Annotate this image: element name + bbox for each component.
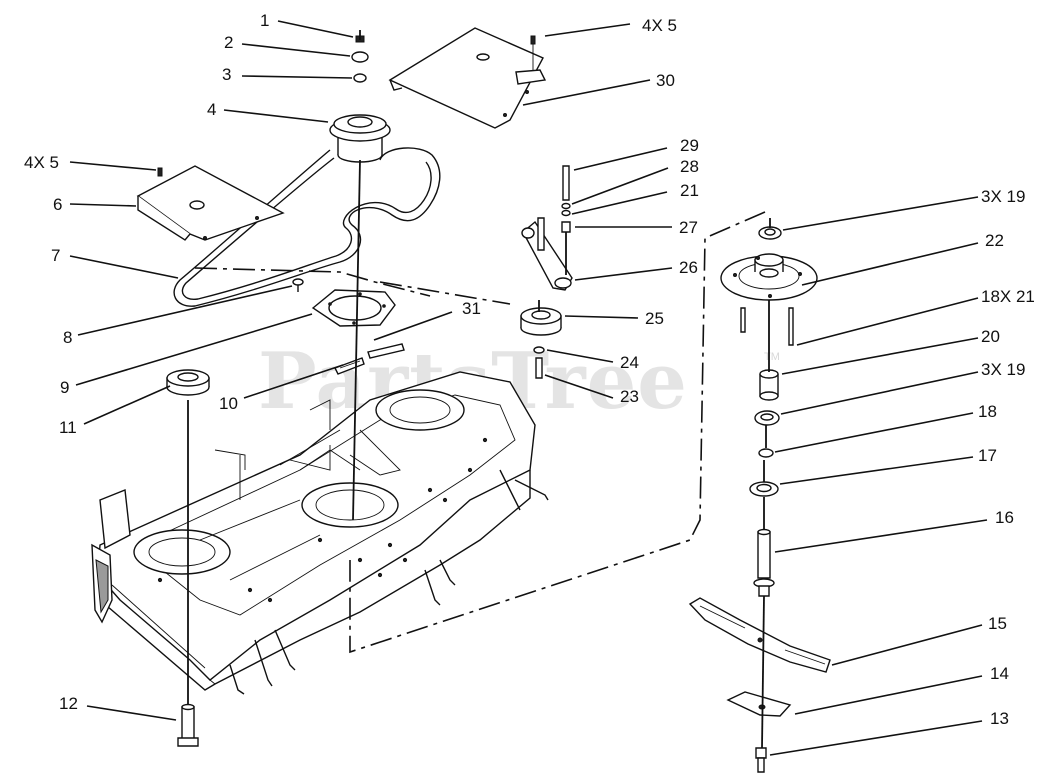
callout-labels: 1 2 3 4 4X 5 4X 5 6 7 8 9 10 11 12 13 14… [24,11,1035,728]
callout-13: 13 [990,709,1009,728]
leader-lines [69,20,988,756]
bolt-part-29 [562,165,570,201]
callout-14: 14 [990,664,1009,683]
callout-9: 9 [60,378,69,397]
callout-26: 26 [679,258,698,277]
mower-deck [91,343,549,695]
right-spindle-assembly [688,218,831,773]
callout-23: 23 [620,387,639,406]
spindle-part-12 [177,703,199,747]
pulley-part-4 [329,114,391,163]
blade-part-15 [688,597,831,673]
callout-4x5-left: 4X 5 [24,153,59,172]
callout-3x19-top: 3X 19 [981,187,1025,206]
callout-10: 10 [219,394,238,413]
callout-25: 25 [645,309,664,328]
callout-30: 30 [656,71,675,90]
callout-28: 28 [680,157,699,176]
callout-20: 20 [981,327,1000,346]
callout-4: 4 [207,100,216,119]
spindle-shaft-part-16 [753,528,775,597]
callout-7: 7 [51,246,60,265]
spacer-part-21 [561,209,571,217]
washer-part-3 [353,73,367,83]
callout-21: 21 [680,181,699,200]
bolt-part-23 [535,357,543,379]
gasket-part-9 [311,289,396,327]
watermark-trademark: TM [764,351,780,363]
bushing-part-27 [561,221,571,233]
washer-part-18 [758,448,774,458]
washer-part-28 [561,202,571,210]
idler-arm-part-26 [521,220,573,291]
bolt-part-8 [292,278,304,292]
alignment-lines [194,211,766,654]
spacer-part-20 [759,369,779,401]
callout-8: 8 [63,328,72,347]
callout-29: 29 [680,136,699,155]
left-stack [136,30,441,747]
center-upper [388,27,573,379]
callout-27: 27 [679,218,698,237]
callout-12: 12 [59,694,78,713]
callout-15: 15 [988,614,1007,633]
callout-6: 6 [53,195,62,214]
callout-4x5-right: 4X 5 [642,16,677,35]
callout-1: 1 [260,11,269,30]
cover-plate-part-30 [388,27,547,129]
callout-3x19-lower: 3X 19 [981,360,1025,379]
callout-18: 18 [978,402,997,421]
callout-24: 24 [620,353,639,372]
belt-part-7 [173,147,441,307]
callout-17: 17 [978,446,997,465]
bolt-part-13 [755,747,767,773]
cover-plate-part-6 [136,165,285,241]
nut-part-24 [533,346,545,354]
callout-18x21: 18X 21 [981,287,1035,306]
spindle-housing-part-22 [720,253,818,301]
blade-adapter-part-14 [726,691,792,717]
nut-part-2 [351,51,369,63]
callout-2: 2 [224,33,233,52]
callout-16: 16 [995,508,1014,527]
idler-pulley-part-25 [520,307,562,336]
idler-pulley-part-11 [166,369,210,396]
callout-31: 31 [462,299,481,318]
callout-22: 22 [985,231,1004,250]
callout-3: 3 [222,65,231,84]
callout-11: 11 [59,418,77,437]
